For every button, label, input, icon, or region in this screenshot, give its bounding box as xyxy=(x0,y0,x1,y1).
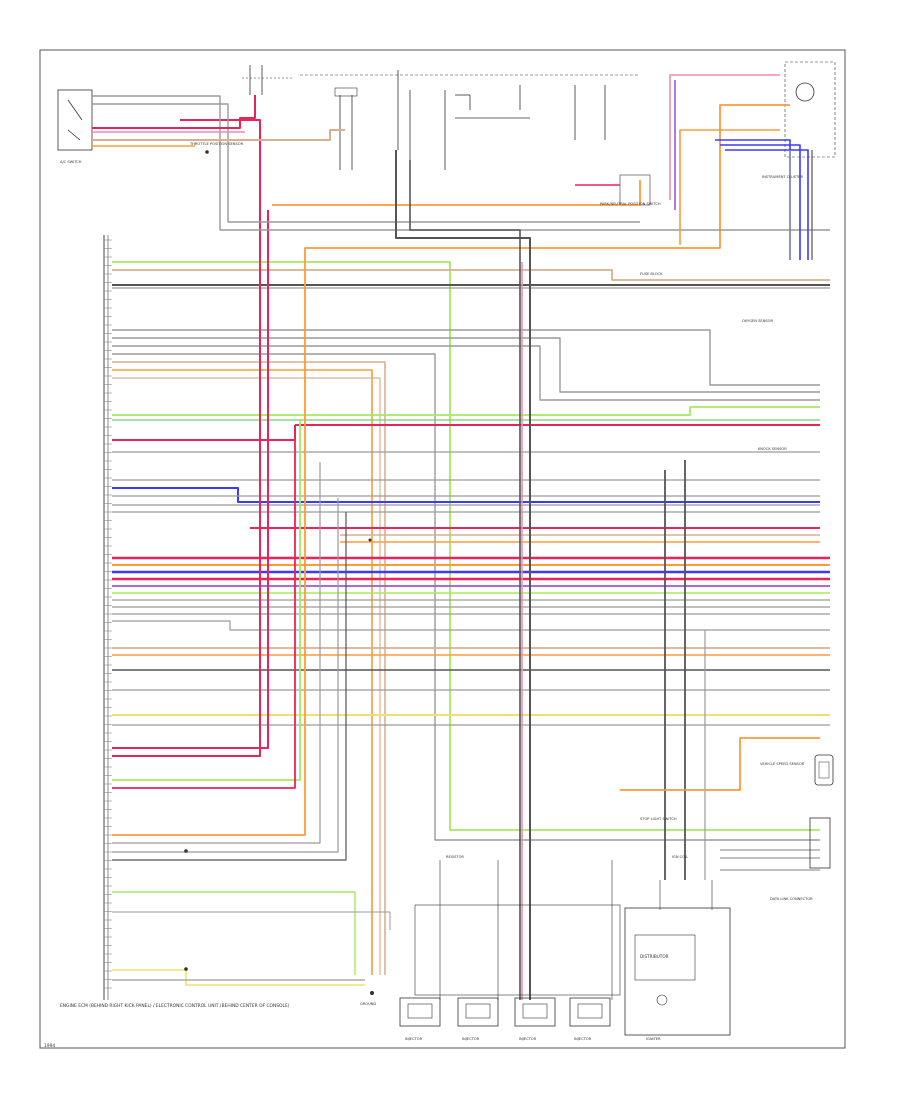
wire-gray xyxy=(112,345,820,401)
distributor-label: DISTRIBUTOR xyxy=(640,954,669,959)
ecm-notes-label: ENGINE ECM (BEHIND RIGHT KICK PANEL) / E… xyxy=(60,1003,290,1009)
wire-dark_gray xyxy=(112,512,347,861)
ground-label: GROUND xyxy=(360,1002,376,1006)
data-link-connector xyxy=(809,817,831,869)
wire-gray xyxy=(92,95,830,231)
wire-tan xyxy=(112,361,386,975)
wire-tan xyxy=(112,377,381,975)
wire-light_green xyxy=(112,420,301,781)
wire-light_green xyxy=(112,406,820,416)
injector-2 xyxy=(457,997,499,1027)
wire-gray xyxy=(112,911,391,930)
wire-red xyxy=(112,440,296,789)
injector-2-label: INJECTOR xyxy=(462,1037,480,1041)
igniter-label: IGNITER xyxy=(646,1037,661,1041)
instrument-cluster-label: INSTRUMENT CLUSTER xyxy=(762,175,803,179)
ecm-connector xyxy=(103,235,112,1000)
fuse-block-label: FUSE BLOCK xyxy=(640,272,663,276)
wire-orange xyxy=(112,104,790,836)
wire-gray xyxy=(92,103,640,223)
wire-gray xyxy=(112,620,830,631)
wire-light_green xyxy=(112,891,356,975)
tps-label: THROTTLE POSITION SENSOR xyxy=(189,142,244,146)
wire-light_green xyxy=(112,261,820,831)
wire-orange xyxy=(679,129,780,245)
injector-1 xyxy=(399,997,441,1027)
wire-pink xyxy=(669,74,780,200)
ecm-pins xyxy=(104,239,112,989)
ac-switch-component xyxy=(57,89,93,151)
injector-group xyxy=(399,904,621,1027)
oxygen-sensor-label: OXYGEN SENSOR xyxy=(742,319,773,323)
wire-blue xyxy=(725,149,809,260)
resistor-label: RESISTOR xyxy=(446,855,464,859)
injector-4-label: INJECTOR xyxy=(574,1037,592,1041)
top-components xyxy=(242,61,836,206)
wire-dark_gray xyxy=(395,150,531,1000)
sheet-id-label: 1994 xyxy=(44,1043,55,1049)
wire-gray xyxy=(112,353,820,841)
ground-symbol xyxy=(370,991,374,995)
wire-orange xyxy=(272,180,641,206)
injector-4 xyxy=(569,997,611,1027)
wire-tan xyxy=(92,129,345,141)
wire-red xyxy=(92,95,256,129)
injector-3 xyxy=(514,997,556,1027)
park-neutral-label: PARK/NEUTRAL POSITION SWITCH xyxy=(600,202,661,206)
dlc-label: DATA LINK CONNECTOR xyxy=(770,897,813,901)
knock-sensor-label: KNOCK SENSOR xyxy=(758,447,787,451)
wire-orange xyxy=(620,737,820,791)
injector-1-label: INJECTOR xyxy=(405,1037,423,1041)
brake-switch-label: STOP LIGHT SWITCH xyxy=(640,817,677,821)
wire-red xyxy=(112,210,269,749)
wire-red xyxy=(112,119,261,757)
labels: ENGINE ECM (BEHIND RIGHT KICK PANEL) / E… xyxy=(44,142,813,1049)
wire-dark_gray xyxy=(409,160,521,1000)
wire-blue xyxy=(715,139,791,260)
diagram-border xyxy=(39,49,846,1049)
wire-gray xyxy=(112,337,820,393)
splice-points xyxy=(184,150,372,971)
ac-switch-label: A/C SWITCH xyxy=(60,160,82,164)
injector-3-label: INJECTOR xyxy=(519,1037,537,1041)
wire-yellow xyxy=(112,969,365,986)
wire-orange xyxy=(112,369,373,975)
wire-blue xyxy=(720,144,801,260)
wire-gray xyxy=(112,329,820,386)
vehicle-speed-sensor xyxy=(814,754,834,786)
wires xyxy=(92,74,830,1000)
wire-tan xyxy=(112,269,830,281)
vehicle-speed-sensor-label: VEHICLE SPEED SENSOR xyxy=(760,762,805,766)
distributor-block xyxy=(624,907,731,1036)
wire-gray xyxy=(112,462,321,844)
ign-coil-label: IGN COIL xyxy=(672,855,688,859)
wire-blue xyxy=(112,487,820,503)
